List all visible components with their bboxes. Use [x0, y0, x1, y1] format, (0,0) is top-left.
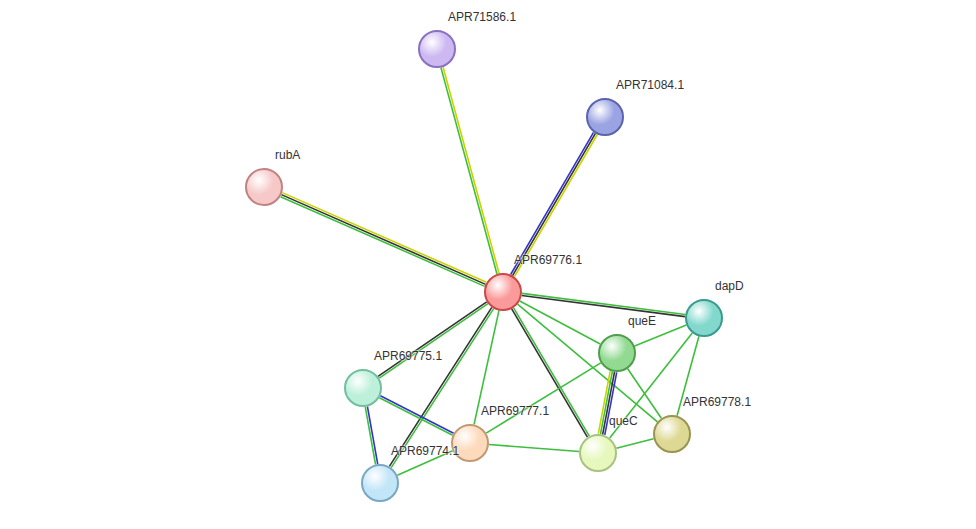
- evidence-line: [514, 135, 597, 277]
- node-label: rubA: [275, 148, 300, 162]
- evidence-line: [367, 407, 377, 465]
- evidence-line: [522, 296, 685, 317]
- evidence-line: [441, 68, 497, 274]
- node-label: APR69777.1: [481, 404, 549, 418]
- evidence-line: [391, 309, 493, 468]
- evidence-line: [598, 371, 610, 434]
- association-edge: [635, 325, 687, 346]
- association-edge: [365, 407, 377, 465]
- protein-node: APR71084.1: [586, 98, 624, 136]
- evidence-line: [489, 444, 579, 451]
- node-label: queE: [628, 314, 656, 328]
- node-label: queC: [609, 414, 638, 428]
- association-edge: [522, 293, 686, 316]
- evidence-line: [511, 132, 594, 274]
- evidence-line: [378, 302, 487, 377]
- node-label: APR69778.1: [683, 395, 751, 409]
- association-edge: [489, 444, 579, 451]
- evidence-line: [522, 293, 685, 314]
- node-label: dapD: [715, 279, 744, 293]
- evidence-line: [380, 396, 453, 434]
- evidence-line: [379, 398, 452, 436]
- evidence-line: [379, 304, 488, 379]
- evidence-line: [365, 407, 375, 465]
- protein-node: APR71586.1: [418, 30, 456, 68]
- association-edge: [379, 396, 453, 436]
- node-label: APR71586.1: [448, 10, 516, 24]
- association-edge: [486, 363, 601, 433]
- node-label: APR71084.1: [616, 78, 684, 92]
- evidence-line: [443, 67, 499, 273]
- protein-node: APR69775.1: [344, 369, 382, 407]
- protein-node: rubA: [245, 168, 283, 206]
- association-edge: [281, 193, 487, 287]
- association-edge: [511, 132, 598, 276]
- node-label: APR69775.1: [374, 349, 442, 363]
- evidence-line: [281, 197, 485, 287]
- evidence-line: [282, 193, 486, 283]
- protein-node: APR69776.1: [484, 273, 522, 311]
- evidence-line: [281, 195, 485, 285]
- evidence-line: [486, 363, 601, 433]
- association-edge: [441, 67, 499, 274]
- evidence-line: [513, 133, 596, 275]
- evidence-line: [616, 439, 653, 449]
- evidence-line: [635, 325, 687, 346]
- node-label: APR69774.1: [391, 444, 459, 458]
- protein-node: queC: [579, 434, 617, 472]
- protein-node: dapD: [685, 299, 723, 337]
- protein-node: queE: [598, 334, 636, 372]
- protein-node: APR69774.1: [361, 464, 399, 502]
- protein-node: APR69778.1: [653, 415, 691, 453]
- evidence-line: [389, 307, 491, 466]
- association-edge: [389, 307, 493, 467]
- node-label: APR69776.1: [514, 253, 582, 267]
- association-edge: [616, 439, 653, 449]
